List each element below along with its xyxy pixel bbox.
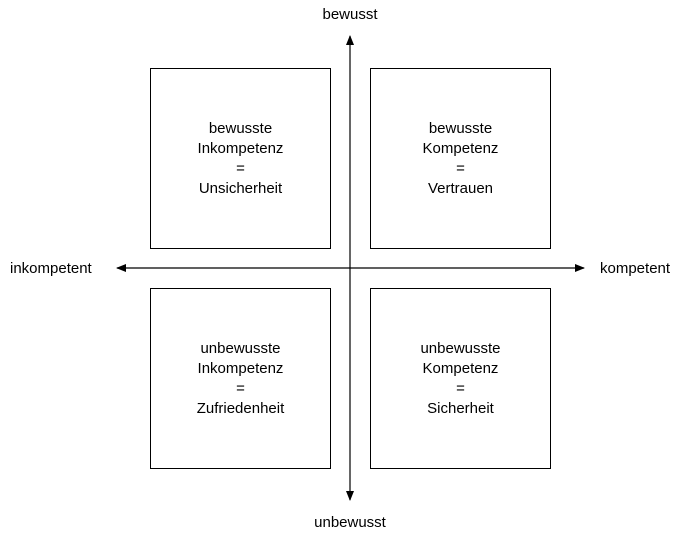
quadrant-line: unbewusste (200, 340, 281, 357)
quadrant-line: bewusste (208, 120, 273, 137)
quadrant-text: bewusste Kompetenz = Vertrauen (371, 119, 550, 199)
quadrant-text: unbewusste Inkompetenz = Zufriedenheit (151, 339, 330, 419)
quadrant-line: Zufriedenheit (196, 400, 285, 417)
quadrant-line: Kompetenz (422, 360, 499, 377)
quadrant-line: Inkompetenz (197, 360, 284, 377)
axis-label-bottom: unbewusst (314, 514, 386, 531)
quadrant-bottom-left: unbewusste Inkompetenz = Zufriedenheit (150, 288, 331, 469)
quadrant-line: = (456, 160, 465, 177)
quadrant-line: Vertrauen (427, 180, 494, 197)
axis-label-top: bewusst (322, 6, 378, 23)
quadrant-text: unbewusste Kompetenz = Sicherheit (371, 339, 550, 419)
axis-label-right: kompetent (600, 260, 671, 277)
quadrant-bottom-right: unbewusste Kompetenz = Sicherheit (370, 288, 551, 469)
quadrant-line: Inkompetenz (197, 140, 284, 157)
quadrant-text: bewusste Inkompetenz = Unsicherheit (151, 119, 330, 199)
quadrant-top-right: bewusste Kompetenz = Vertrauen (370, 68, 551, 249)
quadrant-line: Sicherheit (427, 400, 494, 417)
axis-label-left: inkompetent (10, 260, 92, 277)
quadrant-line: = (456, 380, 465, 397)
quadrant-line: = (236, 380, 245, 397)
quadrant-line: = (236, 160, 245, 177)
quadrant-line: unbewusste (420, 340, 501, 357)
quadrant-line: Kompetenz (422, 140, 499, 157)
quadrant-line: Unsicherheit (198, 180, 283, 197)
quadrant-line: bewusste (428, 120, 493, 137)
quadrant-top-left: bewusste Inkompetenz = Unsicherheit (150, 68, 331, 249)
